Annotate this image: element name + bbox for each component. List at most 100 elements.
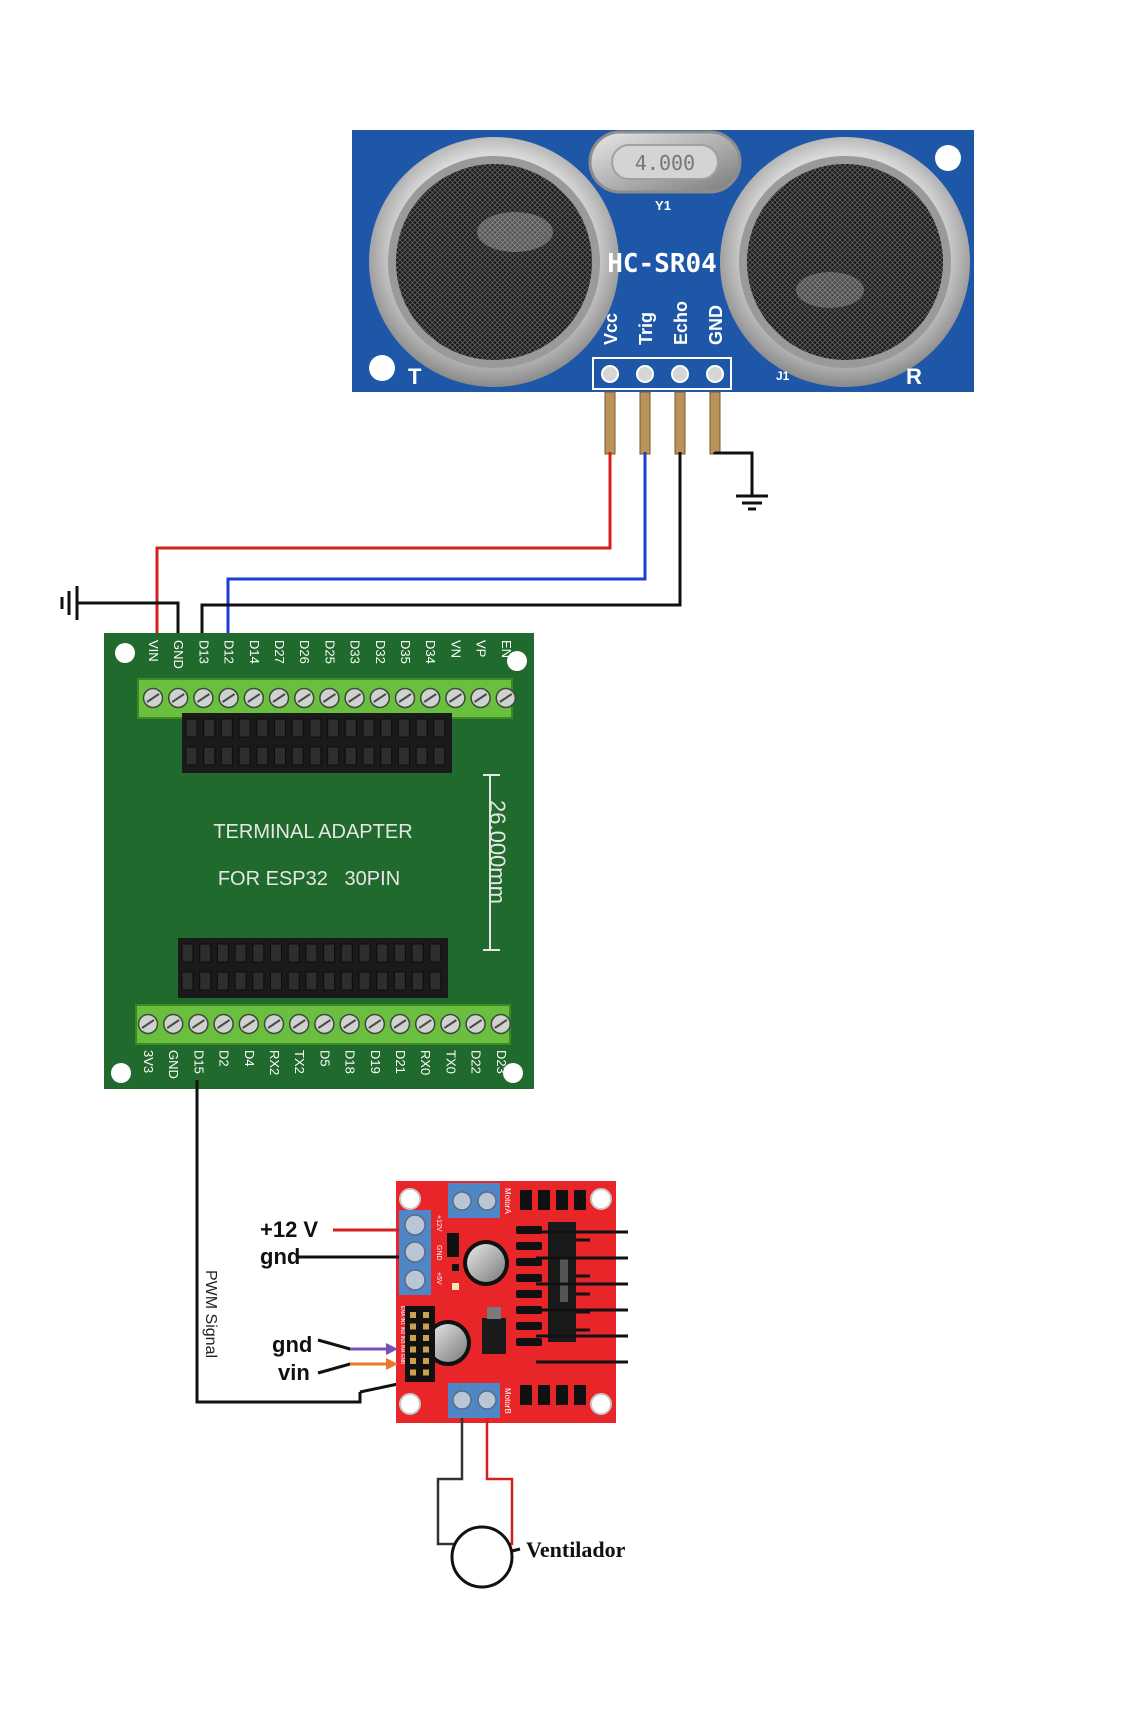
header-outline (592, 357, 732, 390)
transmitter-mark: T (408, 364, 422, 389)
top-pin-label: D33 (348, 640, 363, 664)
smd-row-top (520, 1190, 586, 1210)
ground-symbol (736, 494, 768, 511)
screw (404, 1269, 426, 1291)
socket-hole (323, 971, 336, 991)
label-gnd-signal: gnd (272, 1332, 312, 1357)
diode (516, 1322, 542, 1330)
driver-input-wires (298, 1228, 399, 1375)
crystal-label: 4.000 (635, 151, 695, 175)
wire-pwm (195, 1080, 362, 1404)
header-pin (423, 1346, 429, 1353)
capacitor (463, 1240, 509, 1286)
dimension-label: 26.000mm (485, 800, 510, 904)
socket-hole (327, 718, 340, 738)
diode (516, 1306, 542, 1314)
screw-slot (217, 1019, 231, 1029)
socket-hole (291, 718, 304, 738)
mount-hole (369, 355, 395, 381)
pin-label-gnd: GND (706, 305, 726, 345)
voltage-regulator (482, 1318, 506, 1354)
label-12v: +12 V (260, 1217, 318, 1242)
mount-hole (507, 651, 527, 671)
header-pin (423, 1312, 429, 1318)
jumper-5v (447, 1233, 459, 1257)
label-vin: vin (278, 1360, 310, 1385)
screw-slot (448, 693, 462, 703)
socket-hole (309, 746, 322, 766)
receiver-transducer (720, 137, 970, 387)
socket-hole (429, 943, 442, 963)
wire-trig-blue (226, 452, 647, 640)
wire-vcc-red (155, 452, 612, 640)
screw-slot (242, 1019, 256, 1029)
transmitter-transducer (369, 137, 619, 387)
mount-hole (111, 1063, 131, 1083)
top-pin-label: D35 (398, 640, 413, 664)
socket-hole (358, 971, 371, 991)
screw-slot (191, 1019, 205, 1029)
socket-hole (380, 746, 393, 766)
pwm-label: PWM Signal (202, 1270, 219, 1358)
diode (516, 1258, 542, 1266)
socket-hole (274, 746, 286, 766)
socket-hole (203, 746, 216, 766)
socket-hole (234, 971, 247, 991)
socket-hole (340, 943, 353, 963)
screw-slot (418, 1019, 432, 1029)
diode (516, 1226, 542, 1234)
screw-slot (393, 1019, 407, 1029)
bottom-pin-label: GND (166, 1050, 181, 1079)
sensor-model-label: HC-SR04 (607, 249, 717, 279)
sensor-wires (77, 451, 754, 640)
screw-slot (474, 693, 488, 703)
screw-slot (469, 1019, 483, 1029)
mount-hole (590, 1393, 612, 1415)
bottom-pin-label: D4 (242, 1050, 257, 1067)
socket-hole (220, 718, 233, 738)
mount-hole (503, 1063, 523, 1083)
socket-hole (287, 971, 300, 991)
socket-hole (238, 746, 251, 766)
screw-slot (267, 1019, 281, 1029)
screw-slot (443, 1019, 457, 1029)
bottom-pin-label: RX0 (418, 1050, 433, 1075)
header-pin (410, 1369, 416, 1376)
screw-slot (317, 1019, 331, 1029)
socket-hole (380, 718, 393, 738)
diode (516, 1242, 542, 1250)
socket-hole (362, 746, 375, 766)
socket-hole (323, 943, 336, 963)
socket-hole (238, 718, 251, 738)
header-pin (410, 1335, 416, 1341)
top-screws (142, 687, 517, 709)
socket-hole (181, 943, 194, 963)
header-pin (423, 1358, 429, 1364)
socket-hole (256, 746, 269, 766)
top-pin-label: VN (448, 640, 463, 658)
driver-board (396, 1181, 616, 1423)
bottom-header-socket (178, 938, 448, 998)
screw (452, 1191, 472, 1211)
motor-output-lines (536, 1230, 628, 1364)
socket-hole (415, 746, 428, 766)
diode-column (516, 1226, 542, 1346)
bottom-pin-label: D15 (191, 1050, 206, 1074)
ground-symbol (60, 586, 79, 620)
screw-slot (398, 693, 412, 703)
socket-hole (362, 718, 375, 738)
screw-slot (494, 1019, 508, 1029)
screw-slot (368, 1019, 382, 1029)
wire-fan-black (436, 1418, 464, 1546)
crystal-ref: Y1 (655, 198, 671, 213)
dimension-marker (483, 774, 500, 951)
top-pin-label: GND (171, 640, 186, 669)
screw (404, 1214, 426, 1236)
enable-label: ENA IN1 IN2 IN3 IN4 ENB (399, 1306, 405, 1365)
crystal: 4.000 Y1 (588, 130, 742, 213)
top-pin-label: VP (474, 640, 489, 657)
socket-hole (256, 718, 269, 738)
header-ref: J1 (776, 369, 790, 383)
socket-hole (376, 943, 389, 963)
